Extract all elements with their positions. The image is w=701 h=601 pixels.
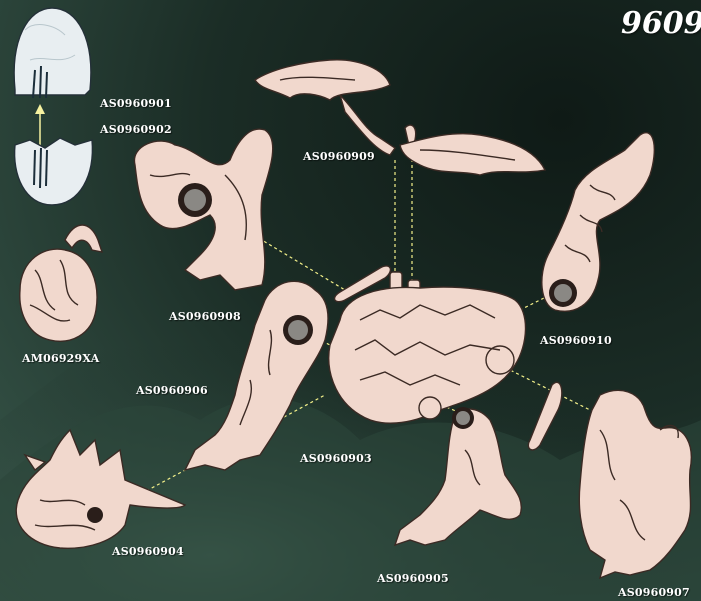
wings-part xyxy=(255,60,545,175)
egg-bottom-part xyxy=(15,138,93,205)
set-number: 9609 xyxy=(621,6,701,41)
part-label-egg-bottom: AS0960902 xyxy=(100,123,172,136)
tail-part xyxy=(542,133,654,312)
part-label-leg-right-rear: AS0960907 xyxy=(618,586,690,599)
part-label-tail: AS0960910 xyxy=(540,334,612,347)
part-label-leg-right-front: AS0960905 xyxy=(377,572,449,585)
part-label-head: AS0960904 xyxy=(112,545,184,558)
leg-left-rear-part xyxy=(134,129,272,290)
pouch-part xyxy=(20,225,102,341)
part-label-body: AS0960903 xyxy=(300,452,372,465)
part-label-egg-top: AS0960901 xyxy=(100,97,172,110)
part-label-pouch: AM06929XA xyxy=(22,352,99,365)
part-label-wings: AS0960909 xyxy=(303,150,375,163)
egg-top-part xyxy=(14,8,91,98)
part-label-leg-left-front: AS0960906 xyxy=(136,384,208,397)
part-label-leg-left-rear: AS0960908 xyxy=(169,310,241,323)
